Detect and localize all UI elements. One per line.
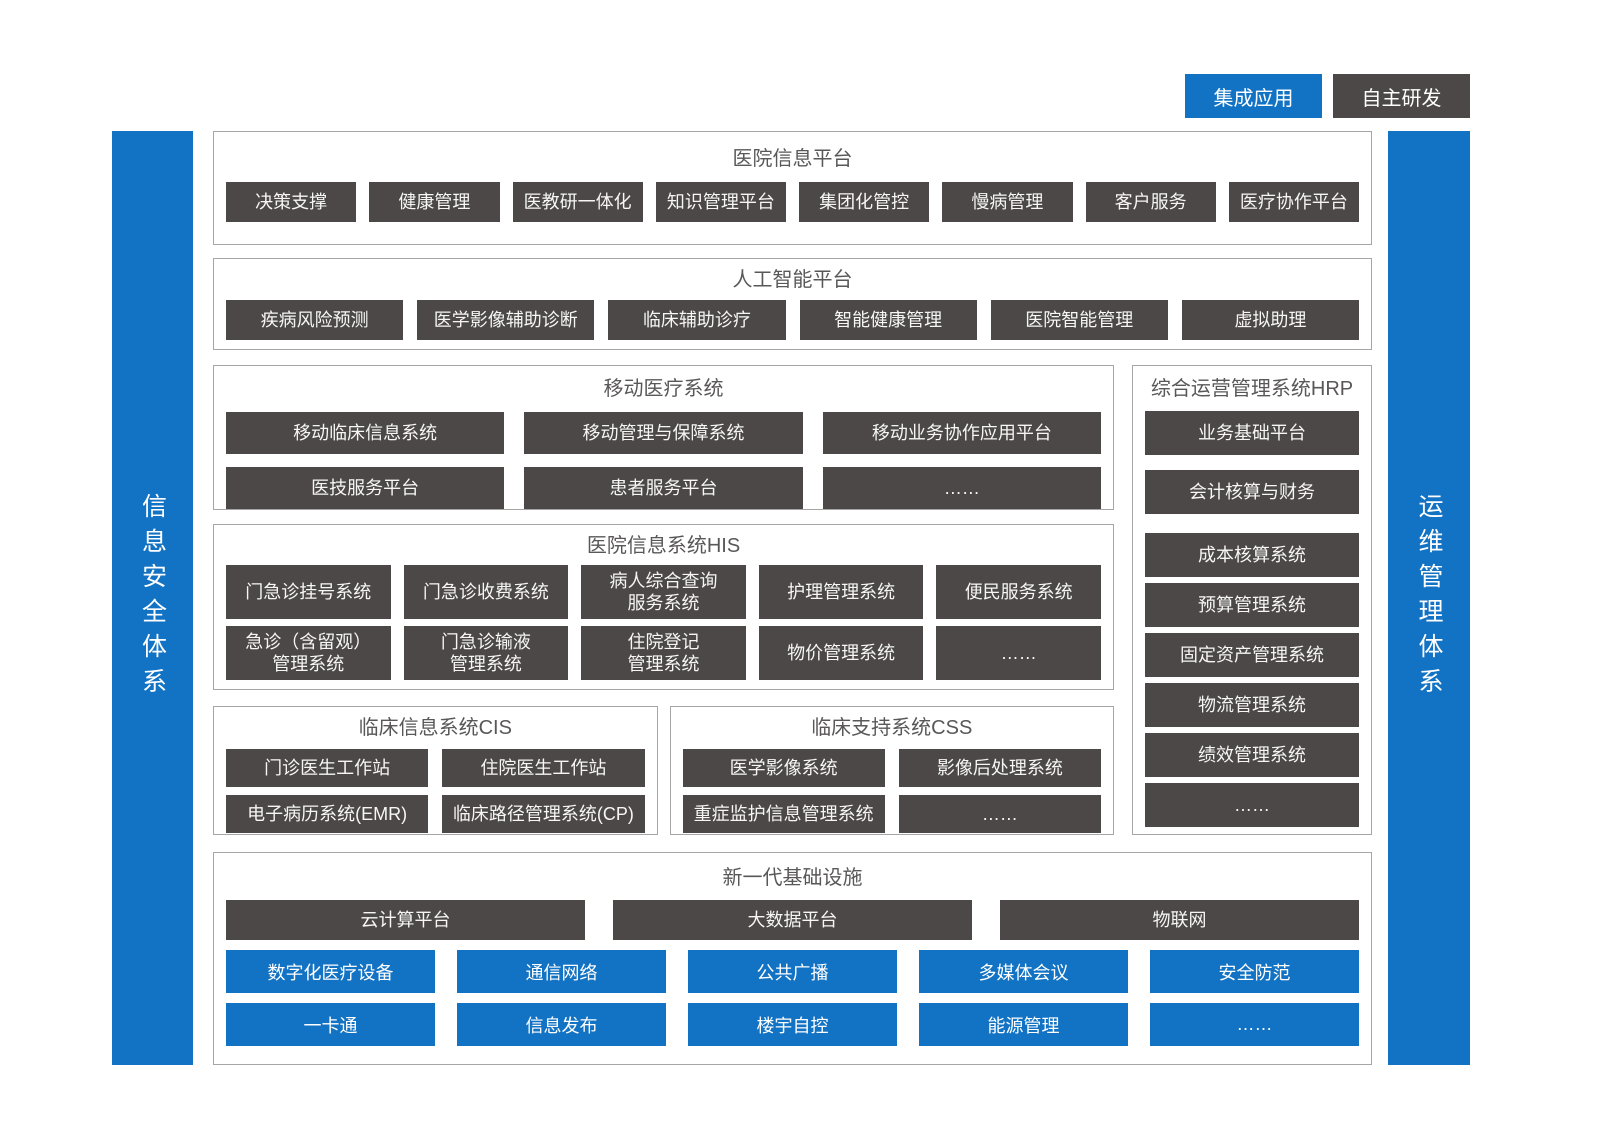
- module: 移动业务协作应用平台: [822, 412, 1101, 454]
- module: 公共广播: [688, 950, 897, 993]
- left-bar-label: 信息安全体系: [138, 493, 167, 703]
- module: 移动临床信息系统: [226, 412, 505, 454]
- module: 物联网: [1000, 900, 1359, 940]
- module: 临床辅助诊疗: [608, 300, 786, 340]
- left-bar-information-security: 信息安全体系: [112, 131, 193, 1065]
- section-title: 移动医疗系统: [603, 378, 724, 400]
- module: 医教研一体化: [512, 182, 643, 222]
- module: 云计算平台: [226, 900, 585, 940]
- section-title: 临床支持系统CSS: [811, 717, 973, 739]
- module: 门急诊挂号系统: [226, 565, 391, 619]
- module: 疾病风险预测: [226, 300, 404, 340]
- main-column: 医院信息平台 决策支撑 健康管理 医教研一体化 知识管理平台 集团化管控 慢病管…: [213, 131, 1372, 1065]
- section-title: 人工智能平台: [732, 269, 853, 291]
- module: 医技服务平台: [226, 467, 505, 509]
- module: 一卡通: [226, 1003, 435, 1046]
- section-title: 综合运营管理系统HRP: [1150, 378, 1354, 400]
- module: 多媒体会议: [919, 950, 1128, 993]
- module: 影像后处理系统: [898, 749, 1101, 787]
- module: 知识管理平台: [655, 182, 786, 222]
- section-mobile-medical: 移动医疗系统 移动临床信息系统 移动管理与保障系统 移动业务协作应用平台 医技服…: [213, 365, 1114, 510]
- module-row: 决策支撑 健康管理 医教研一体化 知识管理平台 集团化管控 慢病管理 客户服务 …: [226, 182, 1359, 222]
- module: 病人综合查询 服务系统: [581, 565, 746, 619]
- module: 住院登记 管理系统: [581, 626, 746, 680]
- module: 固定资产管理系统: [1145, 633, 1359, 677]
- section-hospital-info-platform: 医院信息平台 决策支撑 健康管理 医教研一体化 知识管理平台 集团化管控 慢病管…: [213, 131, 1372, 245]
- module: 楼宇自控: [688, 1003, 897, 1046]
- section-title: 新一代基础设施: [722, 867, 863, 889]
- module: 电子病历系统(EMR): [226, 795, 429, 833]
- module: 移动管理与保障系统: [524, 412, 803, 454]
- module: 物价管理系统: [758, 626, 924, 680]
- module-ellipsis: ……: [822, 467, 1101, 509]
- module: 医疗协作平台: [1228, 182, 1359, 222]
- module-row: 疾病风险预测 医学影像辅助诊断 临床辅助诊疗 智能健康管理 医院智能管理 虚拟助…: [226, 300, 1360, 340]
- right-bar-label: 运维管理体系: [1415, 493, 1443, 703]
- module: 集团化管控: [799, 182, 930, 222]
- module-row: 一卡通 信息发布 楼宇自控 能源管理 ……: [226, 1003, 1359, 1046]
- module: 医学影像辅助诊断: [417, 300, 595, 340]
- module: 慢病管理: [942, 182, 1073, 222]
- module: 信息发布: [457, 1003, 666, 1046]
- module: 护理管理系统: [758, 565, 924, 619]
- module: 通信网络: [457, 950, 666, 993]
- legend: 集成应用 自主研发: [1185, 74, 1470, 118]
- legend-self-developed: 自主研发: [1333, 74, 1470, 118]
- module: 客户服务: [1085, 182, 1216, 222]
- middle-left-column: 移动医疗系统 移动临床信息系统 移动管理与保障系统 移动业务协作应用平台 医技服…: [213, 365, 1114, 835]
- module: 成本核算系统: [1145, 533, 1359, 577]
- diagram-body: 信息安全体系 医院信息平台 决策支撑 健康管理 医教研一体化 知识管理平台 集团…: [112, 131, 1470, 1065]
- module-grid: 门急诊挂号系统 门急诊收费系统 病人综合查询 服务系统 护理管理系统 便民服务系…: [226, 565, 1101, 680]
- module: 能源管理: [919, 1003, 1128, 1046]
- module: 预算管理系统: [1145, 583, 1359, 627]
- module-row: 数字化医疗设备 通信网络 公共广播 多媒体会议 安全防范: [226, 950, 1359, 993]
- module: 患者服务平台: [524, 467, 803, 509]
- section-hrp: 综合运营管理系统HRP 业务基础平台 会计核算与财务 成本核算系统 预算管理系统…: [1132, 365, 1372, 835]
- section-title: 医院信息系统HIS: [586, 535, 741, 557]
- module-grid: 门诊医生工作站 住院医生工作站 电子病历系统(EMR) 临床路径管理系统(CP): [226, 749, 645, 833]
- middle-band: 移动医疗系统 移动临床信息系统 移动管理与保障系统 移动业务协作应用平台 医技服…: [213, 365, 1372, 835]
- module: 门诊医生工作站: [226, 749, 429, 787]
- module: 业务基础平台: [1145, 411, 1359, 455]
- module: 临床路径管理系统(CP): [442, 795, 645, 833]
- module: 大数据平台: [613, 900, 972, 940]
- module: 医院智能管理: [990, 300, 1168, 340]
- section-infrastructure: 新一代基础设施 云计算平台 大数据平台 物联网 数字化医疗设备 通信网络 公共广…: [213, 852, 1372, 1065]
- module: 会计核算与财务: [1145, 470, 1359, 514]
- module: 急诊（含留观） 管理系统: [226, 626, 391, 680]
- module-grid: 移动临床信息系统 移动管理与保障系统 移动业务协作应用平台 医技服务平台 患者服…: [226, 412, 1101, 509]
- module: 重症监护信息管理系统: [682, 795, 885, 833]
- section-title: 临床信息系统CIS: [358, 717, 512, 739]
- module: 医学影像系统: [682, 749, 885, 787]
- section-cis: 临床信息系统CIS 门诊医生工作站 住院医生工作站 电子病历系统(EMR) 临床…: [213, 706, 658, 835]
- module: 智能健康管理: [799, 300, 977, 340]
- module-ellipsis: ……: [1150, 1003, 1359, 1046]
- section-ai-platform: 人工智能平台 疾病风险预测 医学影像辅助诊断 临床辅助诊疗 智能健康管理 医院智…: [213, 258, 1372, 350]
- module: 数字化医疗设备: [226, 950, 435, 993]
- module: 门急诊输液 管理系统: [403, 626, 569, 680]
- right-bar-operations-management: 运维管理体系: [1388, 131, 1470, 1065]
- module-ellipsis: ……: [898, 795, 1101, 833]
- module-ellipsis: ……: [1145, 783, 1359, 827]
- module: 门急诊收费系统: [403, 565, 569, 619]
- module: 虚拟助理: [1181, 300, 1360, 340]
- legend-integrated-application: 集成应用: [1185, 74, 1322, 118]
- module-grid: 医学影像系统 影像后处理系统 重症监护信息管理系统 ……: [682, 749, 1101, 833]
- cis-css-band: 临床信息系统CIS 门诊医生工作站 住院医生工作站 电子病历系统(EMR) 临床…: [213, 706, 1114, 835]
- module-ellipsis: ……: [936, 626, 1101, 680]
- module-row: 云计算平台 大数据平台 物联网: [226, 900, 1359, 940]
- module: 住院医生工作站: [442, 749, 645, 787]
- section-his: 医院信息系统HIS 门急诊挂号系统 门急诊收费系统 病人综合查询 服务系统 护理…: [213, 524, 1114, 690]
- module: 便民服务系统: [936, 565, 1101, 619]
- section-title: 医院信息平台: [732, 148, 853, 170]
- module: 安全防范: [1150, 950, 1359, 993]
- module: 绩效管理系统: [1145, 733, 1359, 777]
- module: 决策支撑: [226, 182, 357, 222]
- module: 物流管理系统: [1145, 683, 1359, 727]
- module: 健康管理: [369, 182, 500, 222]
- section-css: 临床支持系统CSS 医学影像系统 影像后处理系统 重症监护信息管理系统 ……: [669, 706, 1114, 835]
